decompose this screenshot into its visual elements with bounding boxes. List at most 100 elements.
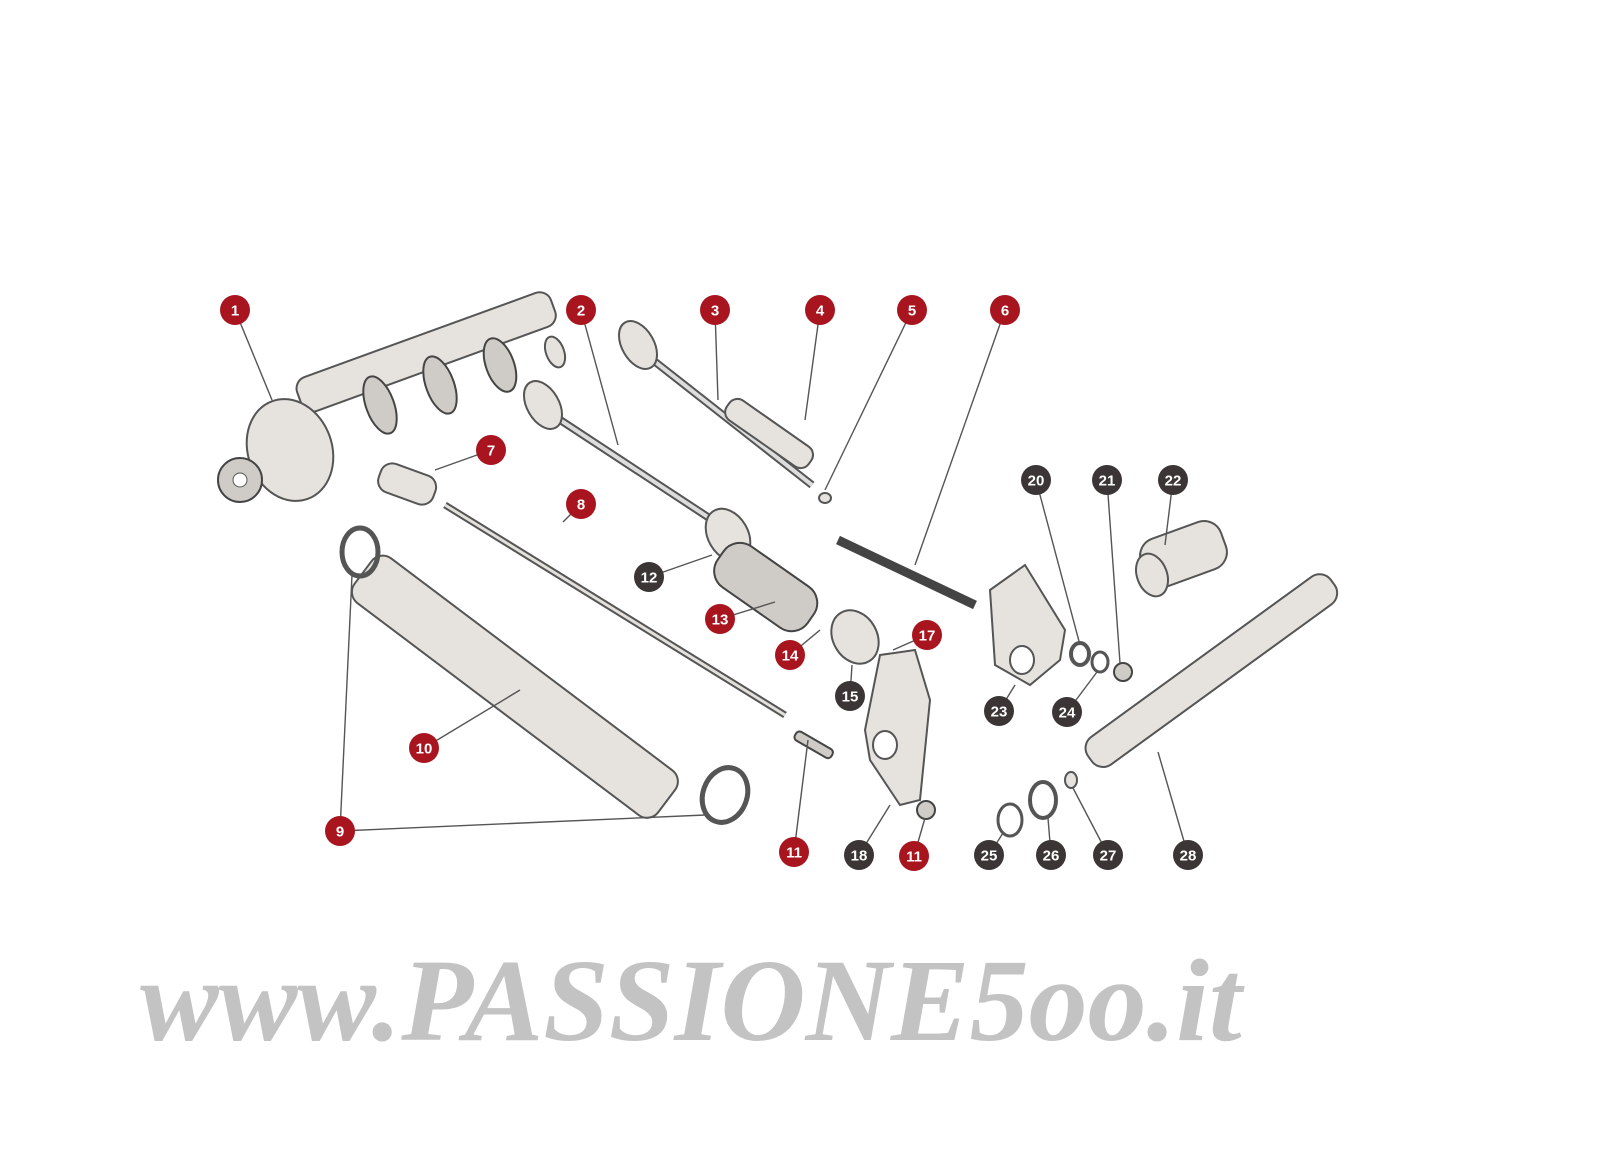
rocker-bracket (988, 563, 1067, 687)
adjuster-screw (793, 730, 834, 760)
callout-21: 21 (1092, 465, 1122, 495)
push-rod-tube (350, 554, 679, 819)
callout-number: 10 (416, 741, 433, 758)
circlip (818, 492, 832, 504)
callout-number: 12 (641, 570, 658, 587)
callout-badge (1036, 840, 1066, 870)
callout-badge (325, 816, 355, 846)
callout-badge (476, 435, 506, 465)
leader-line (580, 309, 619, 446)
callout-17: 17 (912, 620, 942, 650)
leader-line (339, 814, 706, 832)
camshaft (217, 291, 567, 503)
leader-line (1157, 751, 1189, 856)
callout-badge (1173, 840, 1203, 870)
callout-7: 7 (476, 435, 506, 465)
leader-line (339, 574, 353, 832)
callout-number: 2 (577, 303, 585, 320)
callout-number: 17 (919, 628, 936, 645)
callout-badge (805, 295, 835, 325)
callout-badge (835, 681, 865, 711)
nut (1113, 662, 1133, 682)
callout-27: 27 (1093, 840, 1123, 870)
rocker-arm (863, 648, 932, 807)
callout-number: 28 (1180, 848, 1197, 865)
callout-11: 11 (899, 841, 929, 871)
callout-number: 18 (851, 848, 868, 865)
leader-line (824, 309, 913, 491)
callout-number: 15 (842, 689, 859, 706)
callout-10: 10 (409, 733, 439, 763)
callout-12: 12 (634, 562, 664, 592)
callout-number: 21 (1099, 473, 1116, 490)
leader-line (804, 309, 821, 421)
callout-11: 11 (779, 837, 809, 867)
rocker-shaft-support (1135, 519, 1228, 598)
callout-18: 18 (844, 840, 874, 870)
callout-badge (1092, 465, 1122, 495)
callout-number: 3 (711, 303, 719, 320)
callout-badge (634, 562, 664, 592)
callout-2: 2 (566, 295, 596, 325)
callout-8: 8 (566, 489, 596, 519)
callout-13: 13 (705, 604, 735, 634)
spacer-ring (1028, 780, 1058, 820)
callout-badge (700, 295, 730, 325)
seal-ring-top (339, 525, 381, 579)
leader-line (1035, 479, 1081, 646)
callout-badge (779, 837, 809, 867)
callout-number: 8 (577, 497, 585, 514)
callout-number: 5 (908, 303, 916, 320)
callout-24: 24 (1052, 697, 1082, 727)
nut (916, 800, 936, 820)
callout-badge (974, 840, 1004, 870)
callout-number: 11 (786, 845, 802, 862)
valve-guide (724, 397, 814, 470)
callout-badge (566, 489, 596, 519)
washer (1069, 641, 1091, 667)
callout-25: 25 (974, 840, 1004, 870)
callout-number: 4 (816, 303, 825, 320)
spring-washer (1090, 650, 1110, 674)
callout-1: 1 (220, 295, 250, 325)
leader-line (914, 309, 1006, 566)
valve-intake (618, 320, 815, 489)
callout-9: 9 (325, 816, 355, 846)
callout-5: 5 (897, 295, 927, 325)
callout-badge (1021, 465, 1051, 495)
plug (1064, 771, 1078, 789)
callout-badge (775, 640, 805, 670)
callout-20: 20 (1021, 465, 1051, 495)
callout-number: 9 (336, 824, 344, 841)
callout-number: 27 (1100, 848, 1117, 865)
callout-3: 3 (700, 295, 730, 325)
leader-line (234, 309, 273, 401)
callout-number: 20 (1028, 473, 1045, 490)
callout-badge (705, 604, 735, 634)
leader-line (714, 309, 719, 401)
callout-22: 22 (1158, 465, 1188, 495)
callout-badge (984, 696, 1014, 726)
callout-number: 26 (1043, 848, 1060, 865)
callout-number: 7 (487, 443, 495, 460)
snap-ring (996, 802, 1024, 838)
leader-line (1106, 479, 1121, 664)
stud (836, 535, 977, 610)
callout-number: 22 (1165, 473, 1182, 490)
leader-line (793, 739, 809, 853)
callout-badge (897, 295, 927, 325)
leader-line (423, 689, 521, 749)
callout-15: 15 (835, 681, 865, 711)
callout-number: 25 (981, 848, 998, 865)
callout-number: 14 (782, 648, 799, 665)
callout-4: 4 (805, 295, 835, 325)
callout-badge (1158, 465, 1188, 495)
callout-26: 26 (1036, 840, 1066, 870)
callout-number: 23 (991, 704, 1008, 721)
valve-spring-assembly (704, 507, 880, 665)
rocker-shaft (1084, 573, 1339, 768)
seal-ring-bottom (699, 765, 751, 825)
callout-badge (1093, 840, 1123, 870)
